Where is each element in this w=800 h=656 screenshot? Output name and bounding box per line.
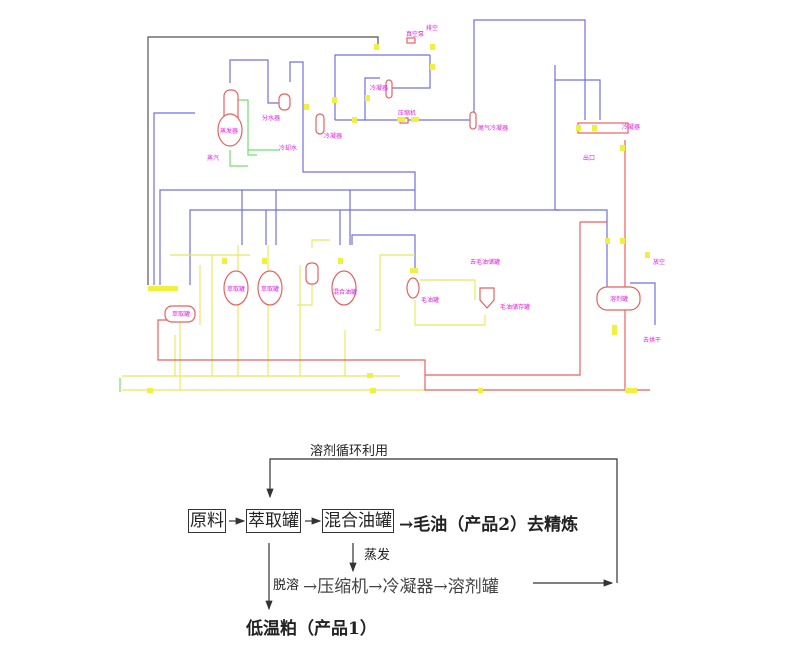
small-tank: [305, 262, 319, 285]
solvent-chain: →压缩机→冷凝器→溶剂罐: [303, 577, 499, 597]
svg-text:萃取罐: 萃取罐: [261, 285, 279, 293]
evaporation-label: 蒸发: [364, 548, 391, 563]
svg-text:真空泵: 真空泵: [406, 30, 424, 38]
svg-text:去烘干: 去烘干: [643, 336, 661, 344]
svg-text:尾气冷凝器: 尾气冷凝器: [478, 124, 508, 132]
svg-text:排空: 排空: [426, 24, 438, 32]
svg-text:蒸汽: 蒸汽: [207, 154, 219, 162]
svg-text:分水器: 分水器: [262, 114, 280, 122]
svg-text:萃取罐: 萃取罐: [227, 285, 245, 293]
vacuum-pump: [406, 37, 416, 44]
evaporator-vessel: [217, 113, 243, 147]
low-temp-meal: 低温粕（产品1）: [246, 619, 377, 639]
svg-text:溶剂罐: 溶剂罐: [610, 295, 628, 303]
exhaust-condenser: [469, 111, 477, 130]
crude-oil-tank: [406, 277, 420, 299]
svg-text:冷凝器: 冷凝器: [622, 123, 640, 131]
flowchart-arrows: [229, 458, 618, 611]
condenser-2: [385, 79, 393, 99]
condenser-1: [315, 113, 325, 135]
mixed-oil-tank-box: 混合油罐: [322, 509, 394, 533]
svg-text:毛油罐: 毛油罐: [421, 296, 439, 304]
main-condenser: [577, 122, 629, 134]
extractor: [164, 305, 196, 323]
recycle-arrow: [266, 458, 618, 583]
mix-tank: [331, 270, 357, 306]
desolventizing-label: 脱溶: [273, 578, 300, 593]
valves: [147, 44, 650, 393]
crude-oil-output: →毛油（产品2）去精炼: [399, 515, 579, 535]
recycle-label: 溶剂循环利用: [310, 444, 389, 459]
svg-text:压缩机: 压缩机: [398, 109, 416, 117]
svg-text:出口: 出口: [583, 154, 595, 162]
svg-text:冷凝器: 冷凝器: [324, 132, 342, 140]
equipment-labels: 排空 真空泵 冷凝器 压缩机 分水器 蒸发器 蒸汽 冷却水 冷凝器 尾气冷凝器 …: [172, 24, 665, 344]
extraction-tank-box: 萃取罐: [246, 509, 301, 533]
tank-1: [223, 270, 249, 306]
svg-text:混合油罐: 混合油罐: [333, 288, 357, 296]
equipment: [164, 37, 641, 323]
pipe-network: [119, 19, 656, 392]
crude-oil-storage: [479, 287, 495, 309]
raw-material-box: 原料: [188, 509, 226, 533]
water-separator: [278, 93, 291, 111]
solvent-tank: [596, 286, 641, 311]
svg-text:蒸发器: 蒸发器: [220, 127, 238, 135]
svg-text:萃取罐: 萃取罐: [172, 310, 190, 318]
svg-text:冷凝器: 冷凝器: [370, 84, 388, 92]
svg-text:去毛油储罐: 去毛油储罐: [470, 258, 500, 266]
svg-text:冷却水: 冷却水: [279, 144, 297, 152]
svg-text:放空: 放空: [653, 258, 665, 266]
tank-2: [257, 270, 283, 306]
svg-text:毛油储存罐: 毛油储存罐: [500, 303, 530, 311]
